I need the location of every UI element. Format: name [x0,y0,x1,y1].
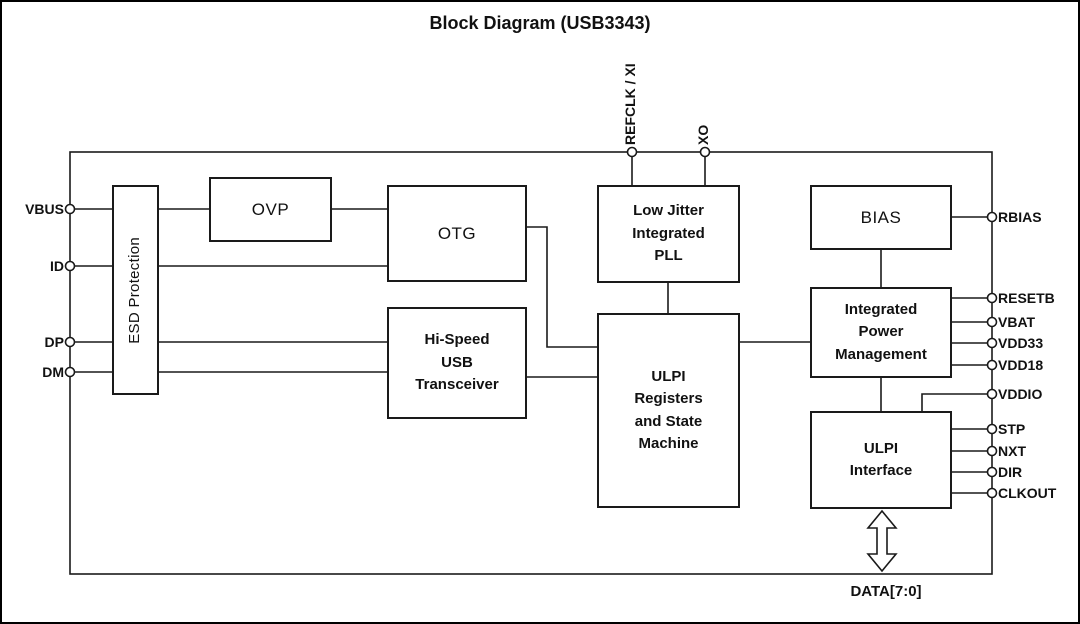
block-otg: OTG [387,185,527,282]
block-ulpi-registers: ULPI Registers and State Machine [597,313,740,508]
diagram-title: Block Diagram (USB3343) [429,13,651,33]
pin-label-dm: DM [42,364,64,380]
pin-label-vbat: VBAT [998,314,1036,330]
pin-terminal-circles [64,146,998,499]
pin-label-id: ID [50,258,64,274]
connection-lines [69,151,993,575]
block-ulpi-interface: ULPI Interface [810,411,952,509]
pin-label-vdd18: VDD18 [998,357,1044,373]
pin-label-data-bus: DATA[7:0] [850,583,922,600]
block-ulpi-interface-label: ULPI Interface [849,439,913,480]
pin-label-nxt: NXT [998,443,1026,459]
pin-label-xo: XO [695,124,711,145]
pin-label-clkout: CLKOUT [998,485,1057,501]
block-integrated-power-management-label: Integrated Power Management [835,300,927,363]
pin-label-dir: DIR [998,464,1023,480]
data-bus-double-arrow-icon [866,509,898,573]
block-bias: BIAS [810,185,952,250]
pin-label-vddio: VDDIO [998,386,1043,402]
pin-label-vdd33: VDD33 [998,335,1044,351]
block-bias-label: BIAS [860,207,902,227]
pin-label-dp: DP [44,334,64,350]
pin-label-vbus: VBUS [25,201,64,217]
block-integrated-power-management: Integrated Power Management [810,287,952,378]
pin-label-stp: STP [998,421,1026,437]
block-esd-protection-label: ESD Protection [126,236,144,344]
block-ovp: OVP [209,177,332,242]
block-hs-usb-transceiver: Hi-Speed USB Transceiver [387,307,527,419]
block-otg-label: OTG [437,223,477,243]
block-hs-usb-transceiver-label: Hi-Speed USB Transceiver [415,331,499,394]
block-pll-label: Low Jitter Integrated PLL [632,202,705,265]
pin-label-resetb: RESETB [998,290,1055,306]
pin-label-rbias: RBIAS [998,209,1042,225]
block-ovp-label: OVP [251,199,290,219]
pin-label-refclk-xi: REFCLK / XI [622,63,638,145]
block-pll: Low Jitter Integrated PLL [597,185,740,283]
block-ulpi-registers-label: ULPI Registers and State Machine [634,367,703,453]
block-esd-protection: ESD Protection [112,185,159,395]
